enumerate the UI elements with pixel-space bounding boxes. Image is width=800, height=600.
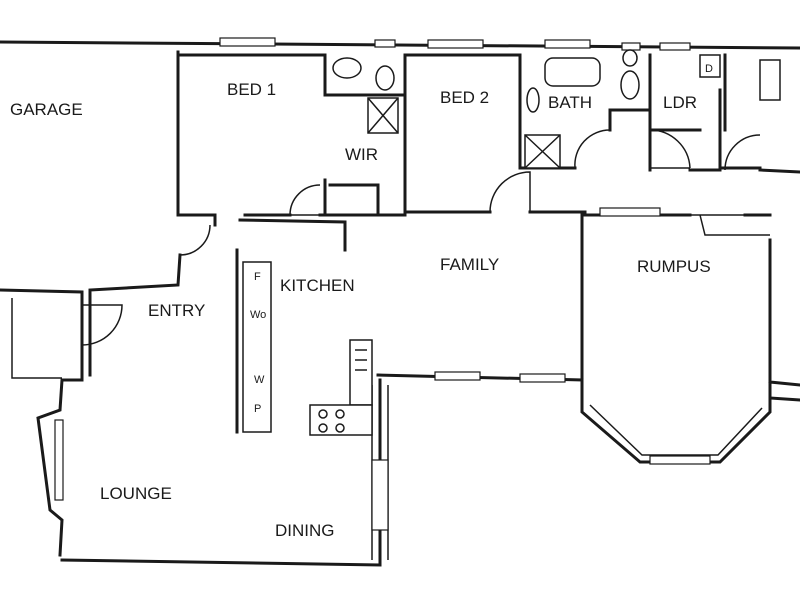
room-label-family: FAMILY [440,255,499,274]
walls [0,40,800,567]
fixtures [242,49,781,436]
burner-icon [335,409,345,419]
window [427,39,484,49]
fixture-labels: F Wo W P D [250,63,713,415]
bath-door-swing [574,129,611,169]
bed2-door-swing [489,171,531,213]
room-label-kitchen: KITCHEN [280,276,355,295]
window [649,455,711,465]
toilet-icon [620,70,640,100]
ldr-door-swing [649,129,691,169]
window [621,42,641,51]
laundry-tub-icon [699,54,721,78]
window [374,39,396,48]
doors [81,129,770,346]
sink-icon [355,349,367,371]
rumpus-right-wall [768,238,800,402]
washer-label: W [254,374,265,386]
garage-wall [176,50,217,217]
window [544,39,591,49]
cooktop-icon [309,404,373,436]
cistern-icon [622,49,638,67]
rumpus-door-swing [690,214,770,236]
laundry-icon [759,59,781,101]
right-room-door-swing [724,134,761,171]
room-label-garage: GARAGE [10,100,83,119]
rumpus-bay-inner [589,404,763,456]
pantry-label: P [254,403,261,415]
shower-cross [367,97,399,134]
window [659,42,691,51]
basin-icon [526,87,540,113]
room-label-wir: WIR [345,145,378,164]
window [54,419,64,501]
family-rumpus-divider [580,213,772,402]
toilet-icon [375,65,395,91]
room-label-rumpus: RUMPUS [637,257,711,276]
window [434,371,481,381]
porch-inner [11,298,62,379]
room-label-bed2: BED 2 [440,88,489,107]
room-label-dining: DINING [275,521,335,540]
front-door-swing [81,304,123,346]
bed2-wall [403,53,587,214]
kitchen-bench [242,261,272,433]
wir-wall [323,53,407,217]
basin-icon [332,57,362,79]
windows [54,37,711,531]
wall-oven-label: Wo [250,309,266,321]
entry-door-swing [179,224,211,256]
room-label-ldr: LDR [663,93,697,112]
burner-icon [318,423,328,433]
window [519,373,566,383]
room-labels: GARAGE BED 1 BED 2 BATH LDR WIR KITCHEN … [10,80,711,540]
right-room-wall [723,53,800,174]
room-label-lounge: LOUNGE [100,484,172,503]
burner-icon [335,423,345,433]
left-porch-wall [0,288,84,557]
room-label-bath: BATH [548,93,592,112]
window [371,459,389,531]
bath-tub-icon [544,57,601,87]
lounge-bottom-wall [60,378,382,567]
kitchen-top-wall [235,218,347,434]
burner-icon [318,409,328,419]
bed1-wall [176,53,327,217]
dryer-label: D [705,63,713,75]
window [219,37,276,47]
fridge-label: F [254,271,261,283]
entry-wall [88,213,217,377]
room-label-entry: ENTRY [148,301,205,320]
window [599,207,661,217]
ldr-wall [648,53,722,172]
shower-cross [524,134,561,169]
room-label-bed1: BED 1 [227,80,276,99]
bed1-door-swing [289,184,321,216]
